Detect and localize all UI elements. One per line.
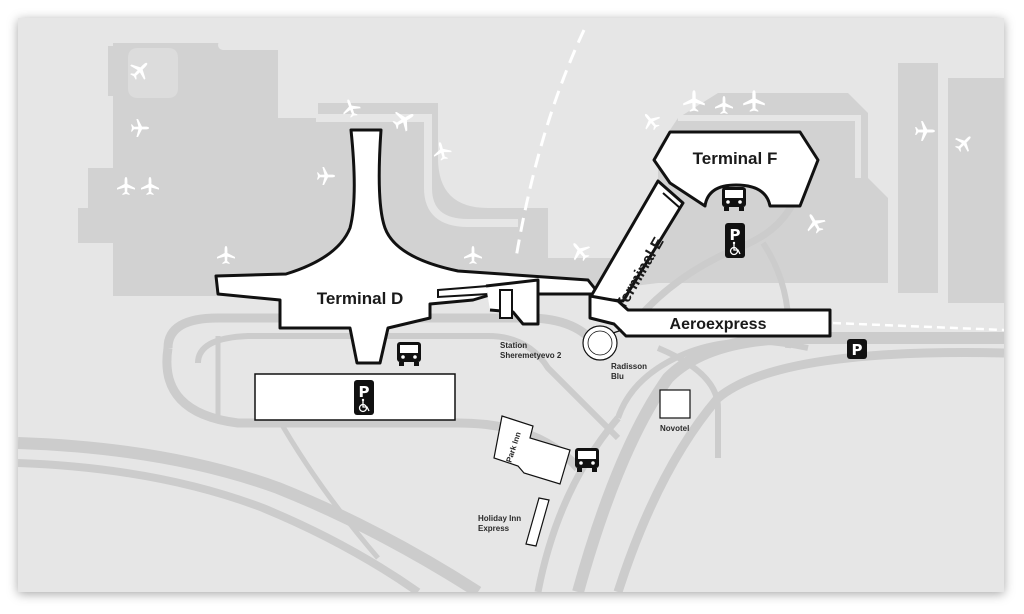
holiday-inn-label-line1: Holiday Inn bbox=[478, 514, 521, 523]
aeroexpress-terminal[interactable] bbox=[588, 294, 832, 338]
taxiway-centerline bbox=[514, 29, 586, 259]
wheelchair-icon bbox=[358, 401, 370, 413]
station-label-line2: Sheremetyevo 2 bbox=[500, 351, 562, 360]
road-network bbox=[18, 201, 1004, 592]
airport-map: Terminal D Terminal E Terminal F Aeroexp… bbox=[18, 18, 1004, 592]
radisson-blu-building[interactable] bbox=[582, 325, 623, 361]
novotel-building[interactable] bbox=[659, 389, 691, 419]
svg-text:P: P bbox=[730, 226, 741, 244]
wheelchair-icon bbox=[729, 244, 741, 256]
accessible-parking-badge[interactable]: P bbox=[354, 380, 374, 415]
holiday-inn-label-line2: Express bbox=[478, 524, 510, 533]
radisson-label-line2: Blu bbox=[611, 372, 624, 381]
svg-text:P: P bbox=[852, 341, 863, 359]
terminal-e-building[interactable] bbox=[588, 179, 685, 303]
accessible-parking-badge[interactable]: P bbox=[725, 223, 745, 258]
parking-badge[interactable]: P bbox=[847, 339, 867, 359]
apron-areas bbox=[18, 18, 1004, 303]
svg-text:P: P bbox=[359, 383, 370, 401]
terminal-f-building[interactable] bbox=[652, 130, 820, 208]
terminal-d-label: Terminal D bbox=[317, 289, 404, 308]
station-label-line1: Station bbox=[500, 341, 527, 350]
bus-icon[interactable] bbox=[397, 342, 421, 366]
park-inn-building[interactable] bbox=[493, 415, 571, 485]
bus-icon[interactable] bbox=[575, 448, 599, 472]
terminal-d-building[interactable] bbox=[214, 128, 598, 365]
holiday-inn-building[interactable] bbox=[525, 497, 550, 547]
map-frame: Terminal D Terminal E Terminal F Aeroexp… bbox=[18, 18, 1004, 592]
terminal-f-label: Terminal F bbox=[693, 149, 778, 168]
aeroexpress-rail-line bbox=[832, 321, 1004, 332]
aeroexpress-label: Aeroexpress bbox=[670, 316, 767, 333]
radisson-label-line1: Radisson bbox=[611, 362, 647, 371]
bus-icon[interactable] bbox=[722, 187, 746, 211]
novotel-label: Novotel bbox=[660, 424, 689, 433]
